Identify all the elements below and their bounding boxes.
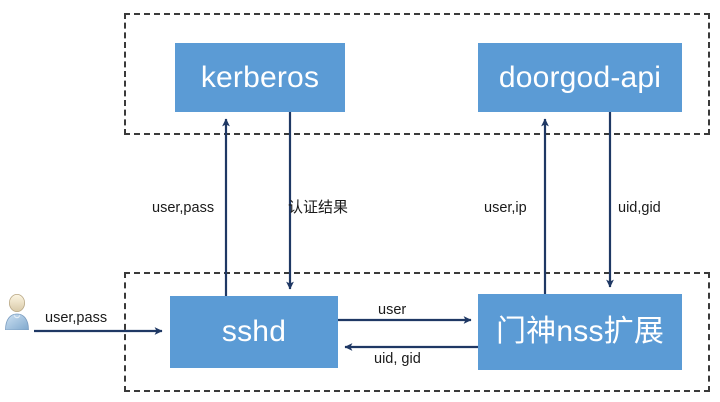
- node-doorgod-api-label: doorgod-api: [498, 60, 662, 94]
- node-kerberos[interactable]: kerberos: [175, 43, 345, 112]
- edge-label-doorgod-to-nss: uid,gid: [618, 200, 661, 216]
- user-avatar-icon: [4, 292, 30, 331]
- edge-label-user-to-sshd: user,pass: [45, 310, 108, 326]
- node-nss-extension[interactable]: 门神nss扩展: [478, 294, 682, 370]
- edge-label-sshd-to-nss: user: [378, 302, 407, 318]
- edge-label-kerberos-to-sshd: 认证结果: [288, 199, 349, 216]
- edge-label-sshd-to-kerberos: user,pass: [152, 200, 215, 216]
- edge-label-nss-to-sshd: uid, gid: [374, 351, 421, 367]
- node-kerberos-label: kerberos: [200, 60, 320, 94]
- zone-top-boundary: [124, 13, 710, 135]
- node-nss-extension-label: 门神nss扩展: [495, 315, 665, 348]
- node-sshd-label: sshd: [221, 315, 287, 348]
- node-sshd[interactable]: sshd: [170, 296, 338, 368]
- edge-label-nss-to-doorgod: user,ip: [484, 200, 527, 216]
- node-doorgod-api[interactable]: doorgod-api: [478, 43, 682, 112]
